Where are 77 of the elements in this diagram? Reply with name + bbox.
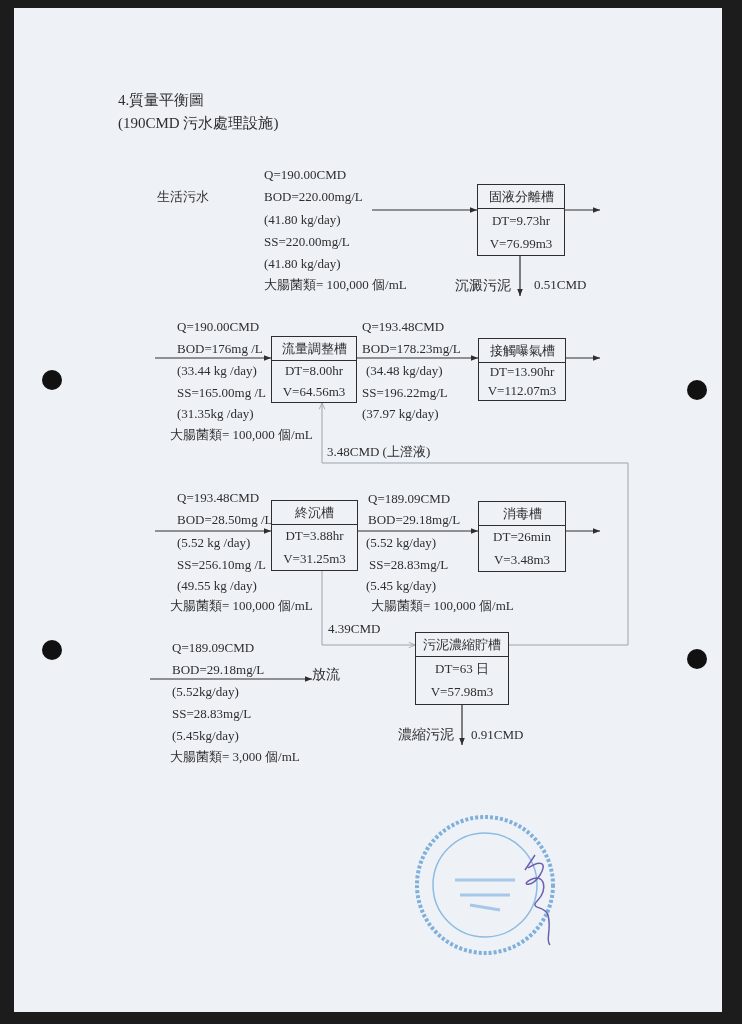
flow-parameter: 大腸菌類= 100,000 個/mL [170,598,313,614]
flow-parameter: 大腸菌類= 3,000 個/mL [170,749,300,765]
flow-parameter: (5.52 kg/day) [366,535,437,551]
flow-arrow [565,528,601,534]
tank-name: 固液分離槽 [478,185,564,209]
tank-spec: DT=13.90hr [489,364,555,381]
flow-parameter: (31.35kg /day) [177,406,254,422]
tank-spec: DT=63 日 [435,660,489,677]
tank-name: 終沉槽 [272,501,357,525]
flow-parameter: (33.44 kg /day) [177,363,257,379]
diagram-subtitle: (190CMD 污水處理設施) [118,114,279,133]
flow-parameter: SS=165.00mg /L [177,385,266,401]
flow-arrow [154,355,272,361]
flow-parameter: SS=220.00mg/L [264,234,350,250]
flow-arrow [564,207,601,213]
flow-parameter: Q=189.09CMD [368,491,451,507]
flow-parameter: (41.80 kg/day) [264,256,341,272]
flow-parameter: 大腸菌類= 100,000 個/mL [371,598,514,614]
tank-spec: V=3.48m3 [493,551,551,568]
flow-parameter: BOD=178.23mg/L [362,341,461,357]
flow-parameter: SS=196.22mg/L [362,385,448,401]
flow-arrow [517,255,523,297]
flow-parameter: SS=28.83mg/L [369,557,449,573]
flow-arrow [371,207,478,213]
tank-name: 污泥濃縮貯槽 [416,633,508,657]
flow-parameter: Q=190.00CMD [177,319,260,335]
tank-box [478,501,566,572]
flow-parameter: BOD=220.00mg/L [264,189,363,205]
flow-parameter: Q=193.48CMD [177,490,260,506]
tank-spec: DT=3.88hr [285,528,344,545]
tank-box [477,184,565,256]
flow-arrow [565,355,601,361]
tank-spec: V=64.56m3 [282,383,346,400]
tank-spec: V=112.07m3 [487,382,557,399]
tank-spec: V=57.98m3 [430,684,494,701]
flow-parameter: 大腸菌類= 100,000 個/mL [170,427,313,443]
flow-parameter: (5.45 kg/day) [366,578,437,594]
flow-parameter: BOD=29.18mg/L [172,662,265,678]
flow-parameter: BOD=29.18mg/L [368,512,461,528]
tank-spec: V=76.99m3 [489,235,553,252]
tank-name: 流量調整槽 [272,337,356,361]
flow-arrow [356,355,479,361]
flow-parameter: 生活污水 [157,189,209,205]
flow-parameter: Q=190.00CMD [264,167,347,183]
flow-end-label: 濃縮污泥 [398,726,454,744]
tank-box [478,338,566,401]
flow-end-label: 沉澱污泥 [455,277,511,295]
flow-parameter: (5.52 kg /day) [177,535,251,551]
tank-spec: DT=9.73hr [491,212,551,229]
tank-box [271,500,358,571]
tank-spec: V=31.25m3 [283,550,346,567]
flow-parameter: SS=256.10mg /L [177,557,266,573]
flow-parameter: (49.55 kg /day) [177,578,257,594]
flow-parameter: (5.52kg/day) [172,684,239,700]
flow-arrow [459,704,465,746]
tank-name: 接觸曝氣槽 [479,339,565,363]
flow-parameter: BOD=176mg /L [177,341,263,357]
flow-arrow [154,528,272,534]
flow-arrow [149,676,313,682]
flow-end-label: 放流 [312,666,340,684]
tank-name: 消毒槽 [479,502,565,526]
flow-parameter: 大腸菌類= 100,000 個/mL [264,277,407,293]
flow-arrow [357,528,479,534]
diagram-title: 4.質量平衡圖 [118,91,205,110]
tank-spec: DT=8.00hr [284,363,344,380]
flow-parameter: (37.97 kg/day) [362,406,439,422]
tank-spec: DT=26min [493,529,551,546]
flow-parameter: (41.80 kg/day) [264,212,341,228]
tank-box [415,632,509,705]
flow-parameter: (5.45kg/day) [172,728,239,744]
tank-box [271,336,357,403]
flow-parameter: (34.48 kg/day) [366,363,443,379]
flow-parameter: Q=189.09CMD [172,640,255,656]
edge-label: 3.48CMD (上澄液) [326,444,432,460]
flow-arrow [321,570,416,649]
flow-parameter: Q=193.48CMD [362,319,445,335]
flow-parameter: SS=28.83mg/L [172,706,252,722]
